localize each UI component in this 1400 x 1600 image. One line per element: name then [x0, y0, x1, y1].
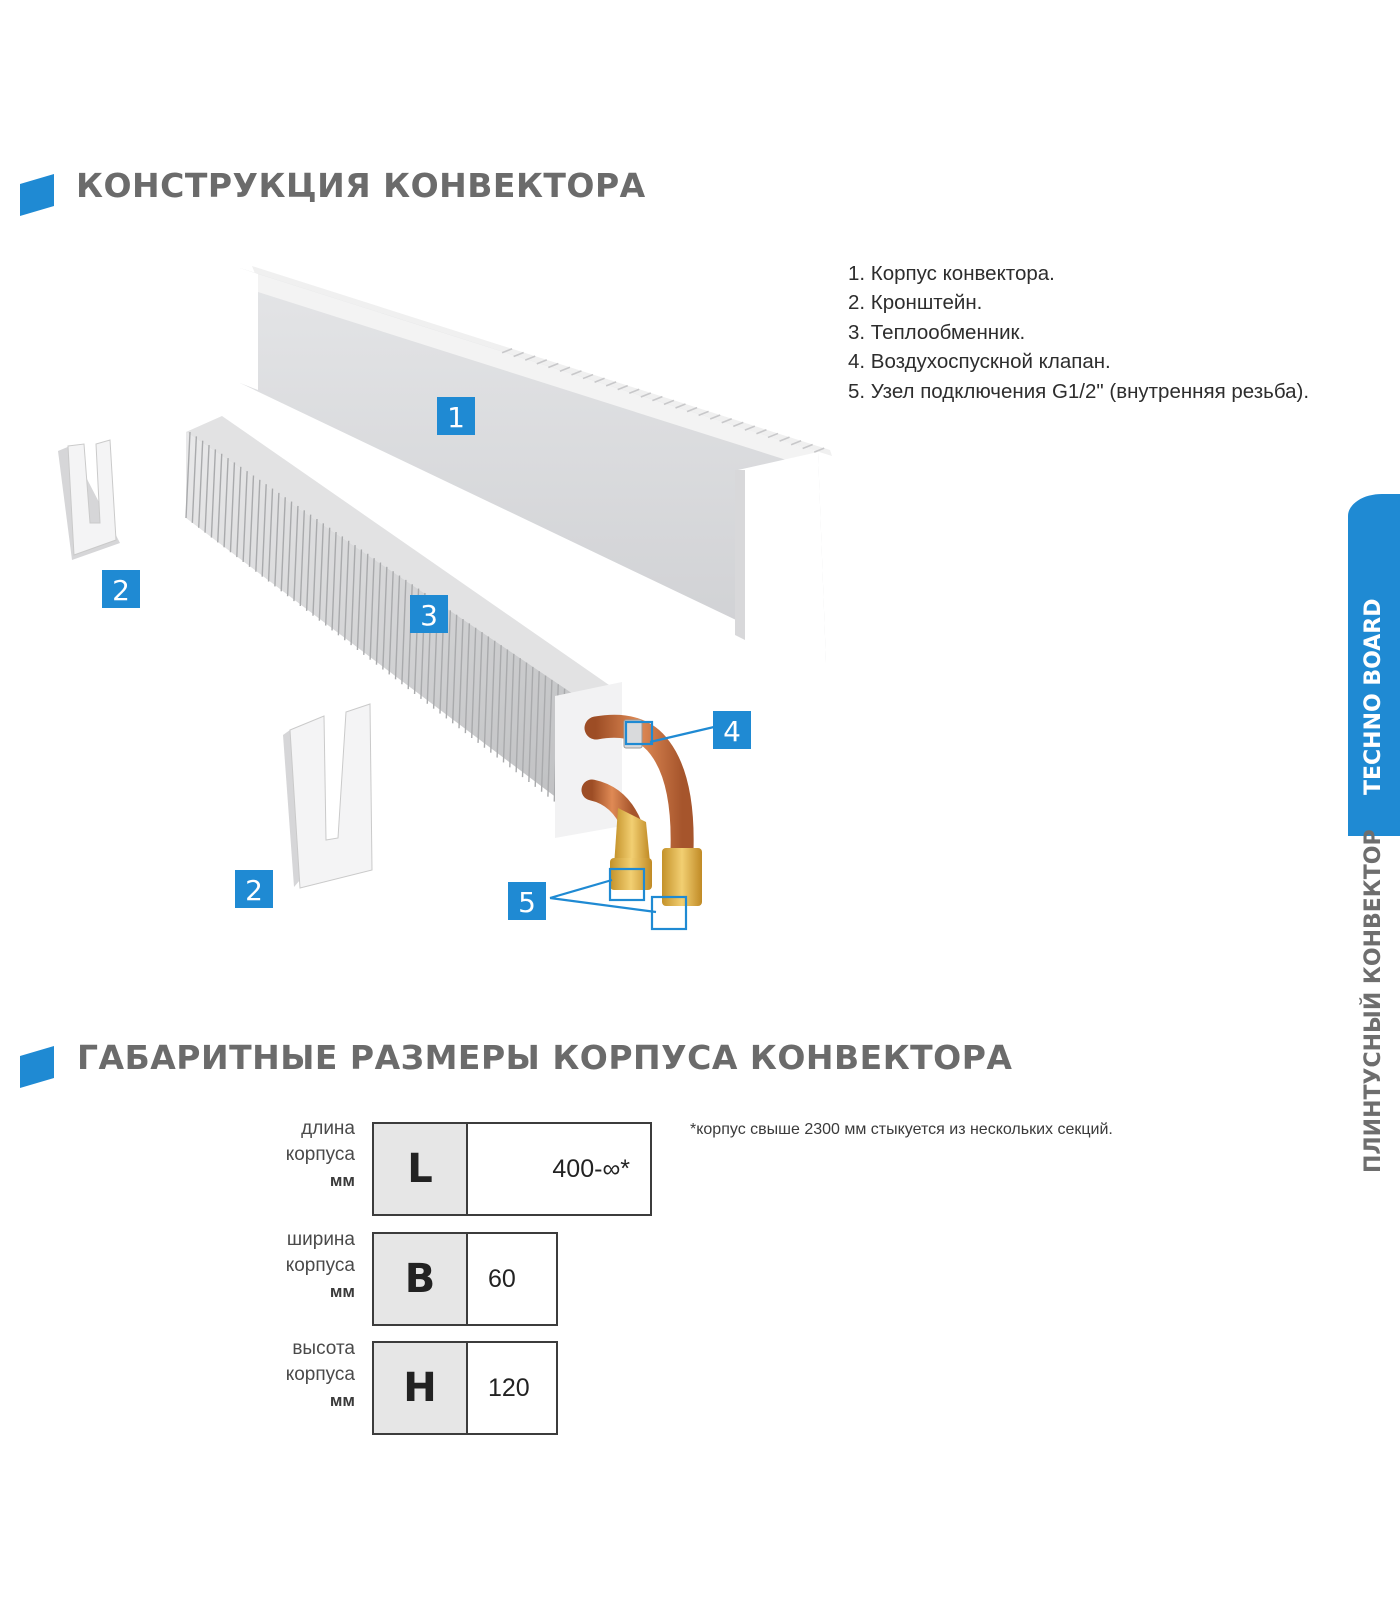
- svg-text:2: 2: [112, 574, 130, 607]
- callout-3-badge: 3: [410, 595, 448, 633]
- parts-list-item: 3. Теплообменник.: [848, 320, 1026, 344]
- dimension-letter: B: [374, 1234, 468, 1324]
- dimension-label-length: длина корпуса мм: [285, 1118, 355, 1190]
- dimensions-title: ГАБАРИТНЫЕ РАЗМЕРЫ КОРПУСА КОНВЕКТОРА: [77, 1038, 1013, 1077]
- section-marker-icon: [20, 1046, 54, 1088]
- section-marker-icon: [20, 174, 54, 216]
- dimension-value: 400-∞*: [552, 1154, 630, 1183]
- dimensions-footnote: *корпус свыше 2300 мм стыкуется из неско…: [690, 1121, 1113, 1138]
- dimension-box-length: L 400-∞*: [372, 1122, 652, 1216]
- svg-text:1: 1: [447, 401, 465, 434]
- dimension-box-width: B 60: [372, 1232, 558, 1326]
- construction-title: КОНСТРУКЦИЯ КОНВЕКТОРА: [76, 166, 646, 205]
- dimension-value: 120: [488, 1373, 530, 1402]
- dimension-letter: L: [374, 1124, 468, 1214]
- callout-1-badge: 1: [437, 397, 475, 435]
- bracket-lower-part: [283, 703, 373, 889]
- svg-text:3: 3: [420, 599, 438, 632]
- housing-part: [240, 266, 832, 663]
- callout-2-badge: 2: [102, 570, 140, 608]
- side-tab: [1348, 494, 1400, 836]
- bracket-upper-part: [58, 439, 120, 560]
- parts-list-item: 5. Узел подключения G1/2" (внутренняя ре…: [848, 379, 1310, 403]
- parts-list-item: 4. Воздухоспускной клапан.: [848, 350, 1111, 374]
- callout-2-lower-badge: 2: [235, 870, 273, 908]
- callout-leaders: [549, 720, 715, 931]
- dimension-box-height: H 120: [372, 1341, 558, 1435]
- dimension-value: 60: [488, 1264, 516, 1293]
- dimension-label-height: высота корпуса мм: [285, 1338, 355, 1410]
- convector-exploded-view: 1 2 3 4 2 5: [58, 266, 832, 931]
- side-tab-subtitle: ПЛИНТУСНЫЙ КОНВЕКТОР: [1361, 829, 1386, 1173]
- parts-list: 1. Корпус конвектора. 2. Кронштейн. 3. Т…: [848, 259, 1309, 406]
- parts-list-item: 1. Корпус конвектора.: [848, 262, 1055, 285]
- callout-4-badge: 4: [713, 711, 751, 749]
- callout-5-badge: 5: [508, 882, 546, 920]
- pipe-assembly: [581, 714, 702, 906]
- dimension-label-width: ширина корпуса мм: [285, 1229, 355, 1301]
- svg-text:5: 5: [518, 886, 536, 919]
- parts-list-item: 2. Кронштейн.: [848, 291, 983, 315]
- side-tab-brand: TECHNO BOARD: [1361, 598, 1386, 795]
- svg-text:4: 4: [723, 715, 741, 748]
- dimension-letter: H: [374, 1343, 468, 1433]
- svg-text:2: 2: [245, 874, 263, 907]
